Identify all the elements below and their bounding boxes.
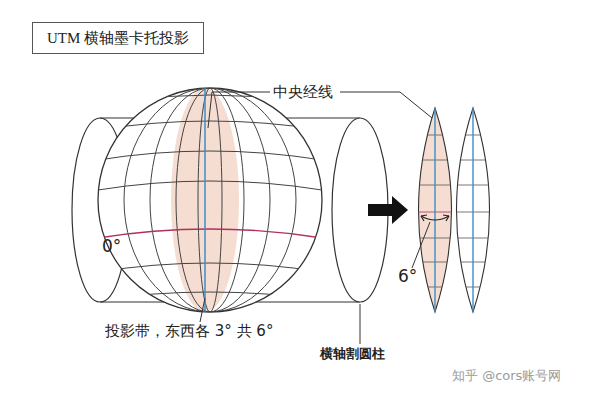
central-meridian-label: 中央经线 <box>273 83 333 101</box>
equator-label: 0° <box>102 236 121 256</box>
globe <box>98 86 322 314</box>
watermark: 知乎 @cors账号网 <box>452 368 561 384</box>
cylinder-label: 横轴割圆柱 <box>320 346 385 362</box>
zone-label: 投影带，东西各 3° 共 6° <box>105 322 273 340</box>
leader-lines <box>200 92 432 344</box>
arrow <box>368 196 408 224</box>
zone-width-label: 6° <box>398 266 417 286</box>
title-box: UTM 横轴墨卡托投影 <box>32 22 204 54</box>
